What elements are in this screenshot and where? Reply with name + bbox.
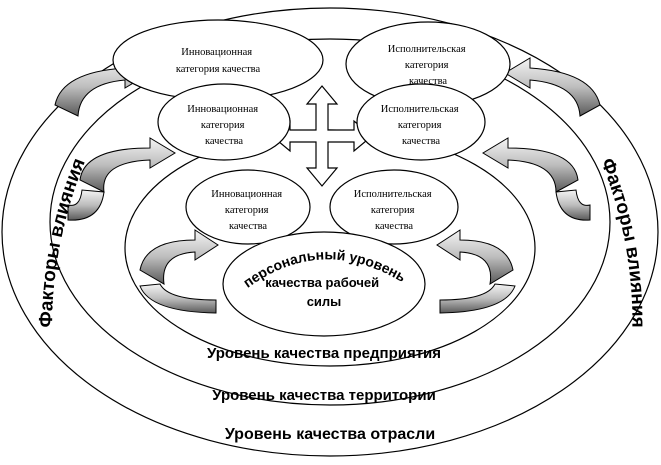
territory-level-label: Уровень качества территории	[212, 387, 436, 404]
influence-factors-right: Факторы влияния	[596, 155, 648, 327]
four-way-arrow	[271, 85, 373, 187]
arrow-mid-left	[79, 137, 176, 193]
territory-ellipse	[49, 38, 611, 406]
arrow-outer-left	[67, 189, 105, 221]
industry-ellipse	[1, 7, 659, 457]
arrow-inner-right	[439, 283, 516, 314]
arrow-low-right	[436, 229, 514, 285]
influence-factors-left: Факторы влияния	[36, 155, 90, 327]
innovation-label-mid: Инновационная категория качества	[187, 104, 260, 147]
executive-label-top: Исполнительская категория качества	[388, 44, 468, 87]
personal-level-label: качества рабочей силы	[265, 275, 383, 309]
arrow-low-left	[139, 229, 219, 285]
arrow-outer-right	[555, 189, 591, 221]
arrow-mid-right	[482, 137, 579, 193]
executive-ellipse-low	[329, 169, 459, 245]
arrow-inner-left	[139, 283, 217, 314]
personal-level-ellipse	[222, 231, 426, 337]
innovation-label-top: Инновационная категория качества	[176, 47, 261, 75]
executive-ellipse-mid	[356, 83, 486, 161]
executive-label-low: Исполнительская категория качества	[354, 189, 434, 232]
executive-label-mid: Исполнительская категория качества	[381, 104, 461, 147]
innovation-ellipse-low	[185, 169, 311, 245]
enterprise-level-label: Уровень качества предприятия	[207, 345, 441, 362]
industry-level-label: Уровень качества отрасли	[225, 426, 435, 443]
innovation-ellipse-mid	[157, 83, 291, 161]
innovation-label-low: Инновационная категория качества	[211, 189, 284, 232]
